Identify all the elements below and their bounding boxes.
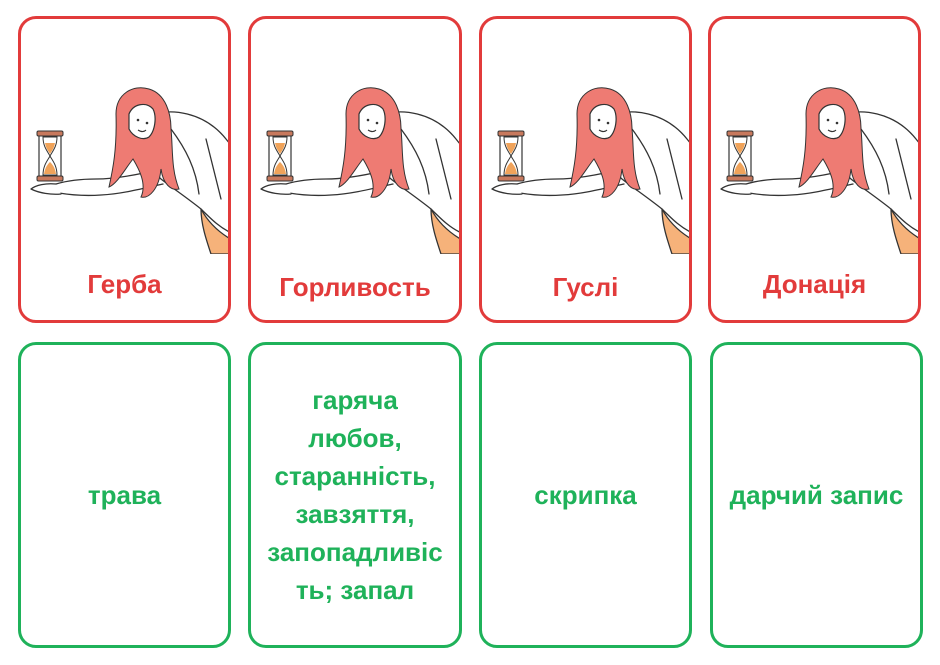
woman-hourglass-illustration	[251, 19, 459, 254]
meaning-text: гаряча любов, старанність, завзяття, зап…	[267, 385, 443, 605]
word-label: Гуслі	[552, 272, 619, 302]
hair	[569, 87, 641, 198]
meaning-card-4: дарчий запис	[710, 342, 923, 648]
face	[358, 103, 386, 140]
word-card-3: Гуслі	[479, 16, 692, 323]
woman-hourglass-illustration	[482, 19, 689, 254]
hair	[108, 87, 180, 198]
meaning-text: трава	[87, 480, 162, 510]
meaning-card-1: трава	[18, 342, 231, 648]
hourglass-icon	[266, 130, 294, 182]
woman-hourglass-illustration	[21, 19, 228, 254]
meaning-card-3: скрипка	[479, 342, 692, 648]
meaning-card-2: гаряча любов, старанність, завзяття, зап…	[248, 342, 462, 648]
word-label: Донація	[762, 269, 867, 299]
hair	[338, 87, 410, 198]
face	[128, 103, 156, 140]
face	[589, 103, 617, 140]
meaning-text: дарчий запис	[729, 480, 904, 510]
word-card-4: Донація	[708, 16, 921, 323]
meaning-text: скрипка	[534, 480, 637, 510]
hourglass-icon	[497, 130, 525, 182]
word-card-1: Герба	[18, 16, 231, 323]
hourglass-icon	[726, 130, 754, 182]
woman-hourglass-illustration	[711, 19, 918, 254]
word-card-2: Горливость	[248, 16, 462, 323]
hair	[798, 87, 870, 198]
word-label: Горливость	[279, 272, 431, 302]
hourglass-icon	[36, 130, 64, 182]
face	[818, 103, 846, 140]
word-label: Герба	[87, 269, 162, 299]
